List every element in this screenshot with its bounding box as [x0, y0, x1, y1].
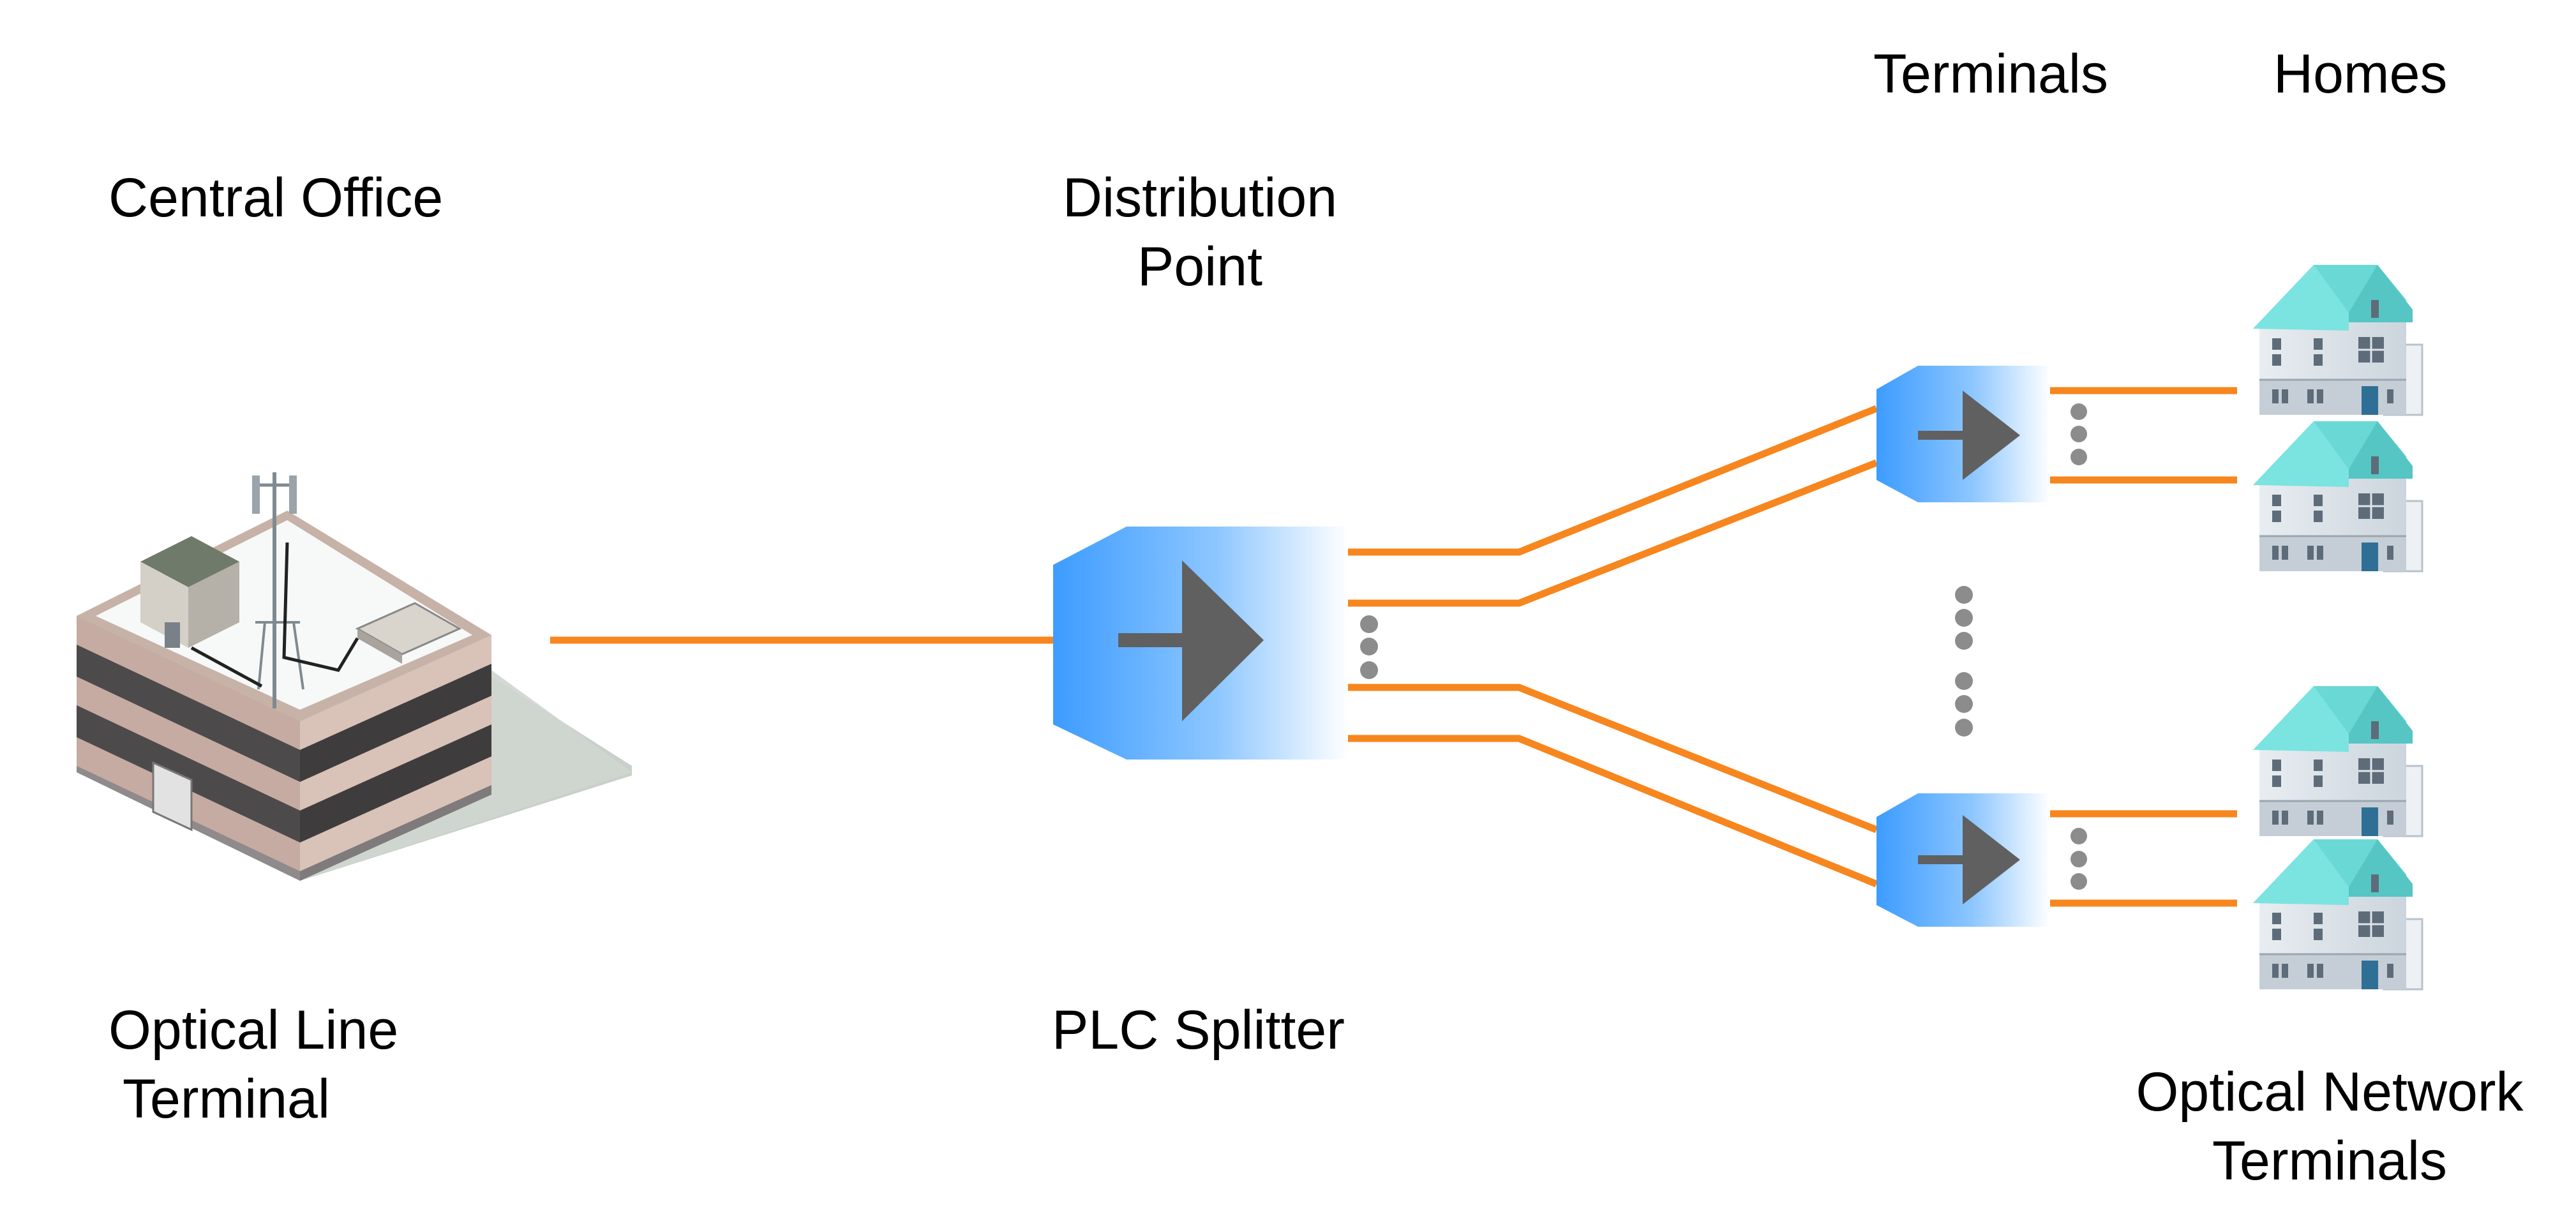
- ellipsis-dots: [1955, 586, 1973, 737]
- terminal-splitter-icon-bottom: [1876, 793, 2050, 927]
- house-icon-3: [2252, 685, 2423, 837]
- ont-label-line1: Optical Network: [2136, 1061, 2524, 1123]
- fiber-branch-4: [1348, 735, 1878, 888]
- terminal-splitter-icon-top: [1876, 366, 2050, 502]
- terminals-label: Terminals: [1873, 43, 2108, 105]
- plc-splitter-label: PLC Splitter: [1052, 1000, 1345, 1061]
- homes-label: Homes: [2273, 43, 2448, 105]
- house-icon-2: [2252, 420, 2423, 573]
- fiber-branch-2: [1348, 459, 1878, 607]
- house-icon-1: [2252, 264, 2423, 416]
- port-dots-top: [2071, 403, 2087, 465]
- port-dots-bottom: [2071, 828, 2087, 890]
- port-dots-main: [1360, 615, 1378, 679]
- distribution-point-label-line2: Point: [1137, 236, 1263, 297]
- distribution-point-label-line1: Distribution: [1062, 167, 1338, 228]
- building-icon: [77, 472, 632, 881]
- central-office-label: Central Office: [109, 167, 444, 228]
- olt-label-line1: Optical Line: [109, 1000, 399, 1061]
- ont-label-line2: Terminals: [2212, 1130, 2447, 1192]
- fiber-branch-3: [1348, 684, 1878, 834]
- olt-label-line2: Terminal: [123, 1068, 330, 1130]
- house-icon-4: [2252, 838, 2423, 991]
- splitter-icon: [1053, 527, 1348, 760]
- fiber-branch-1: [1348, 405, 1878, 556]
- fiber-lines: [550, 387, 2237, 907]
